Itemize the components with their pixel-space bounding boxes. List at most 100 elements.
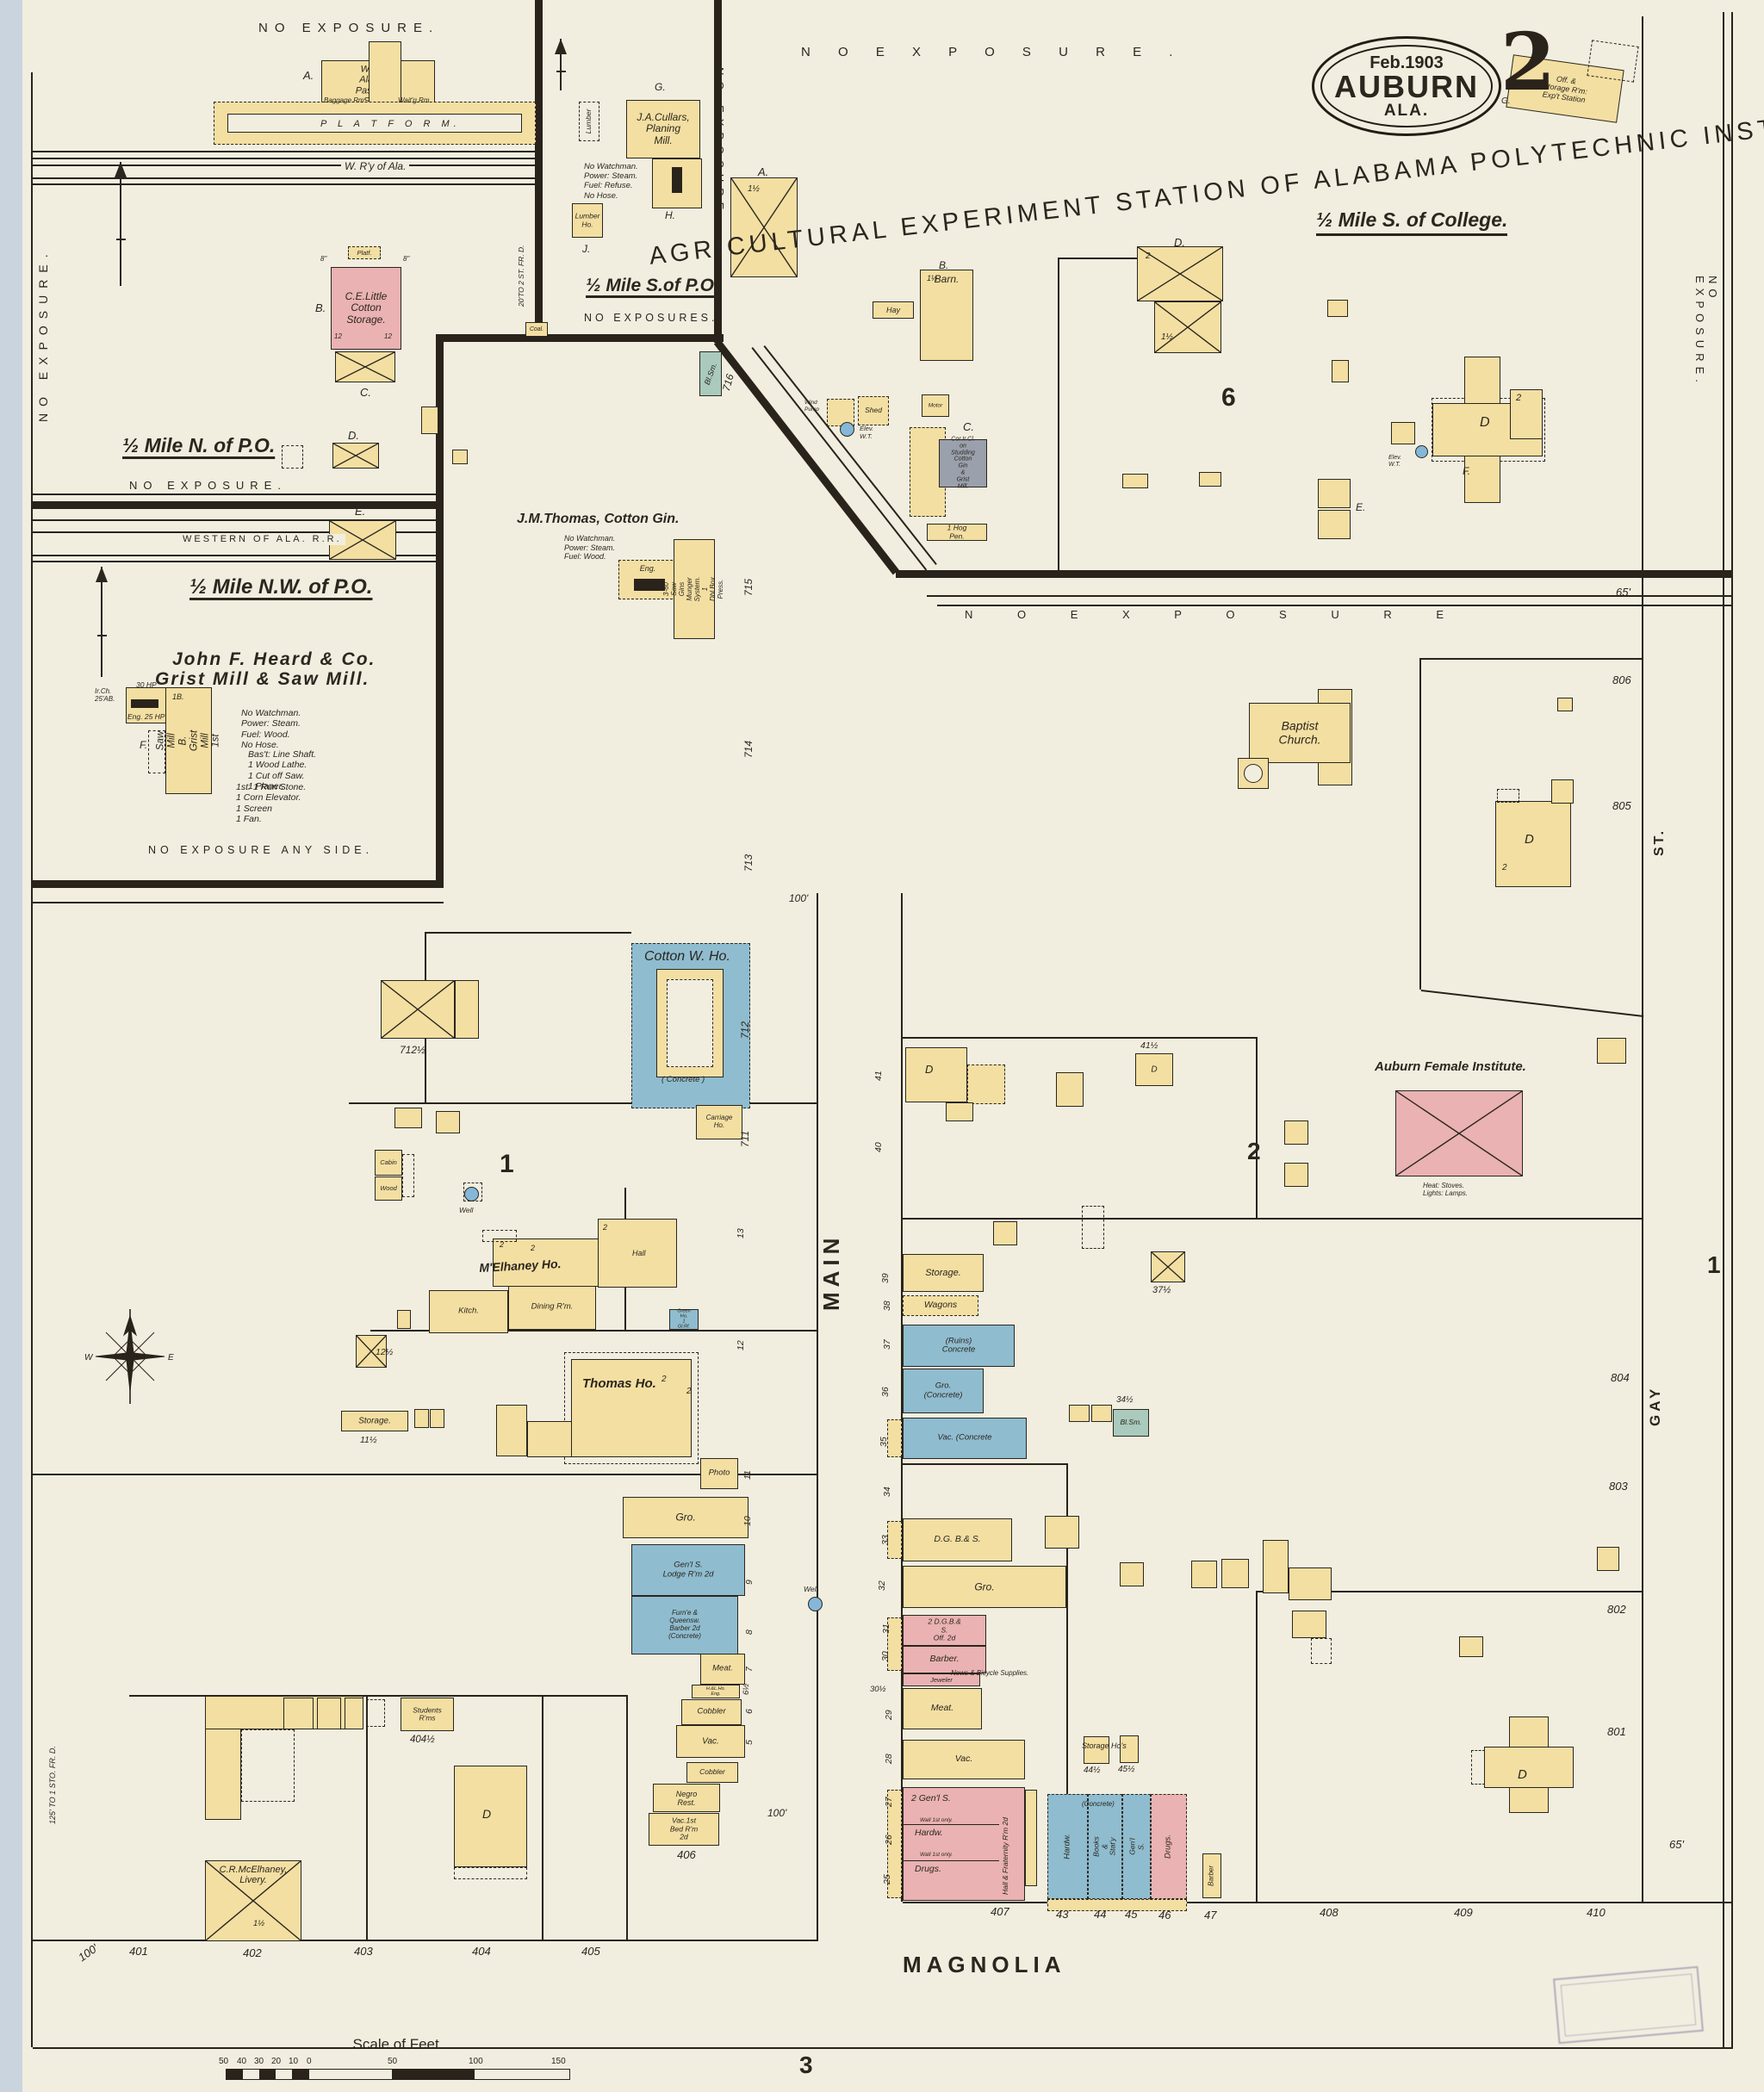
magnolia-north-edge-west — [33, 1940, 818, 1941]
vacant-bedroom-label: Vac.1st Bed R'm 2d — [669, 1816, 699, 1841]
story-mark: 2 — [500, 1240, 505, 1249]
photo-gallery-label: Photo — [708, 1468, 730, 1478]
outbuilding — [397, 1310, 411, 1329]
lot-number: 12 — [736, 1340, 746, 1350]
cullars-notes: No Watchman. Power: Steam. Fuel: Refuse.… — [584, 162, 638, 201]
jeweler-shop: Jeweler — [903, 1673, 980, 1686]
shed-dashed — [887, 1790, 902, 1898]
dwelling-d-main-street — [905, 1047, 967, 1102]
porch-dashed — [454, 1867, 527, 1879]
railroad-track — [33, 150, 543, 153]
label-d-dwelling: D — [1480, 415, 1490, 430]
lot-713: 713 — [742, 854, 755, 872]
north-arrow — [115, 162, 127, 286]
lot-number: 34 — [882, 1487, 892, 1497]
thomas-gin-notes: No Watchman. Power: Steam. Fuel: Wood. — [564, 534, 616, 562]
scale-tick: 50 — [388, 2057, 398, 2066]
photo-gallery: Photo — [700, 1458, 738, 1489]
label-d-block6: D. — [1174, 236, 1185, 249]
dim-8in: 8" — [320, 255, 327, 263]
lot-number: 31 — [881, 1623, 891, 1634]
storage-house — [1084, 1736, 1109, 1764]
scale-tick: 0 — [307, 2057, 312, 2066]
parcel-line — [129, 1695, 628, 1697]
outbuilding — [1091, 1405, 1112, 1422]
outbuilding — [436, 1111, 460, 1133]
thomas-gin-engine-label: Eng. — [639, 564, 656, 573]
outbuilding — [283, 1698, 314, 1729]
grocery-west-label: Gro. — [675, 1511, 696, 1524]
porch-dashed — [1497, 789, 1519, 803]
cobbler-shop-2: Cobbler — [686, 1762, 738, 1783]
dwelling-d-church-block — [1495, 801, 1571, 887]
dg-bs-office-label: 2 D.G.B.& S. Off. 2d — [928, 1617, 961, 1642]
building-e-pair — [1318, 510, 1351, 539]
railroad-track — [33, 183, 543, 186]
oval-inner-ring: Feb.1903 AUBURN ALA. — [1320, 45, 1493, 127]
lot-number: 28 — [884, 1754, 894, 1764]
wall-note: Wall 1st only. — [920, 1852, 953, 1858]
no-exposure-any-side: NO EXPOSURE ANY SIDE. — [148, 844, 374, 856]
lot-number: 5 — [744, 1740, 755, 1745]
thomas-gin-title: J.M.Thomas, Cotton Gin. — [517, 512, 680, 526]
lot-number: 27 — [884, 1797, 894, 1807]
no-exposure-top-left: NO EXPOSURE. — [258, 21, 440, 35]
lot-number: 10 — [742, 1516, 753, 1526]
lot-45half: 45½ — [1118, 1765, 1135, 1774]
cobbler-shop-label: Cobbler — [697, 1706, 726, 1716]
lot-number: 39 — [880, 1273, 891, 1283]
label-g: G. — [655, 81, 666, 93]
story-mark: 2 — [662, 1375, 667, 1384]
general-store-45: Gen'l S. — [1122, 1794, 1151, 1899]
outbuilding — [1199, 472, 1221, 487]
outbuilding — [1284, 1120, 1308, 1145]
outbuilding — [1284, 1163, 1308, 1187]
library-stamp — [1553, 1965, 1704, 2045]
dim-8in: 8" — [403, 255, 410, 263]
street-number: 403 — [354, 1945, 373, 1958]
map-subtitle: ½ Mile S. of College. — [1316, 208, 1508, 236]
cotton-warehouse-label: Cotton W. Ho. — [644, 949, 730, 964]
lot-34half: 34½ — [1116, 1395, 1134, 1405]
sheet-number: 2 — [1500, 16, 1556, 109]
heard-title-1: John F. Heard & Co. — [172, 649, 376, 669]
barber-shop-47-label: Barber — [1207, 1865, 1215, 1887]
lot-716: 716 — [720, 372, 736, 393]
blacksmith-shop: Bl.Sm. — [699, 351, 722, 396]
magnolia-north-edge-east — [903, 1902, 1731, 1903]
barn-label: Barn. — [934, 273, 960, 285]
no-exposure-top-center: N O E X P O S U R E . — [801, 45, 1185, 59]
lumber-house-label: Lumber Ho. — [575, 211, 600, 228]
well — [464, 1187, 479, 1201]
shop-base-strip — [1047, 1899, 1187, 1911]
elev-wt-label: Elev. W.T. — [1388, 455, 1402, 469]
label-d-404: D — [482, 1807, 492, 1821]
blacksmith-34half: Bl.Sm. — [1113, 1409, 1149, 1437]
meat-market-east: Meat. — [903, 1688, 982, 1729]
cotton-storage-little: C.E.Little Cotton Storage. — [331, 267, 401, 350]
label-d: D. — [348, 429, 359, 442]
parcel-line — [903, 1463, 1068, 1465]
outbuilding — [1069, 1405, 1090, 1422]
lot-number: 11 — [742, 1470, 753, 1480]
label-d-main-street: D — [925, 1063, 934, 1076]
street-number: 407 — [991, 1905, 1009, 1918]
street-number: 803 — [1609, 1480, 1628, 1493]
lot-number: 7 — [744, 1667, 755, 1672]
shed-dashed — [282, 445, 303, 469]
parcel-line — [1420, 990, 1643, 1017]
story-mark: 2 — [603, 1223, 608, 1232]
lumber-yard: Lumber — [579, 102, 599, 141]
half-mile-n-of-po: ½ Mile N. of P.O. — [122, 434, 276, 456]
furniture-queensware-label: Furn'e & Queensw. Barber 2d (Concrete) — [668, 1609, 701, 1640]
parcel-line — [366, 1697, 368, 1940]
iron-chimney-note: Ir.Ch. 25'AB. — [95, 687, 115, 704]
street-number: 46 — [1158, 1909, 1171, 1921]
outbuilding — [1327, 300, 1348, 317]
parcel-line — [542, 1697, 543, 1940]
building-d — [332, 443, 379, 469]
label-b: B. — [315, 301, 326, 314]
meat-market-west-label: Meat. — [712, 1663, 733, 1673]
news-bicycle-label: News & Bicycle Supplies. — [951, 1669, 1029, 1677]
vacant-store-west: Vac. — [676, 1725, 745, 1758]
